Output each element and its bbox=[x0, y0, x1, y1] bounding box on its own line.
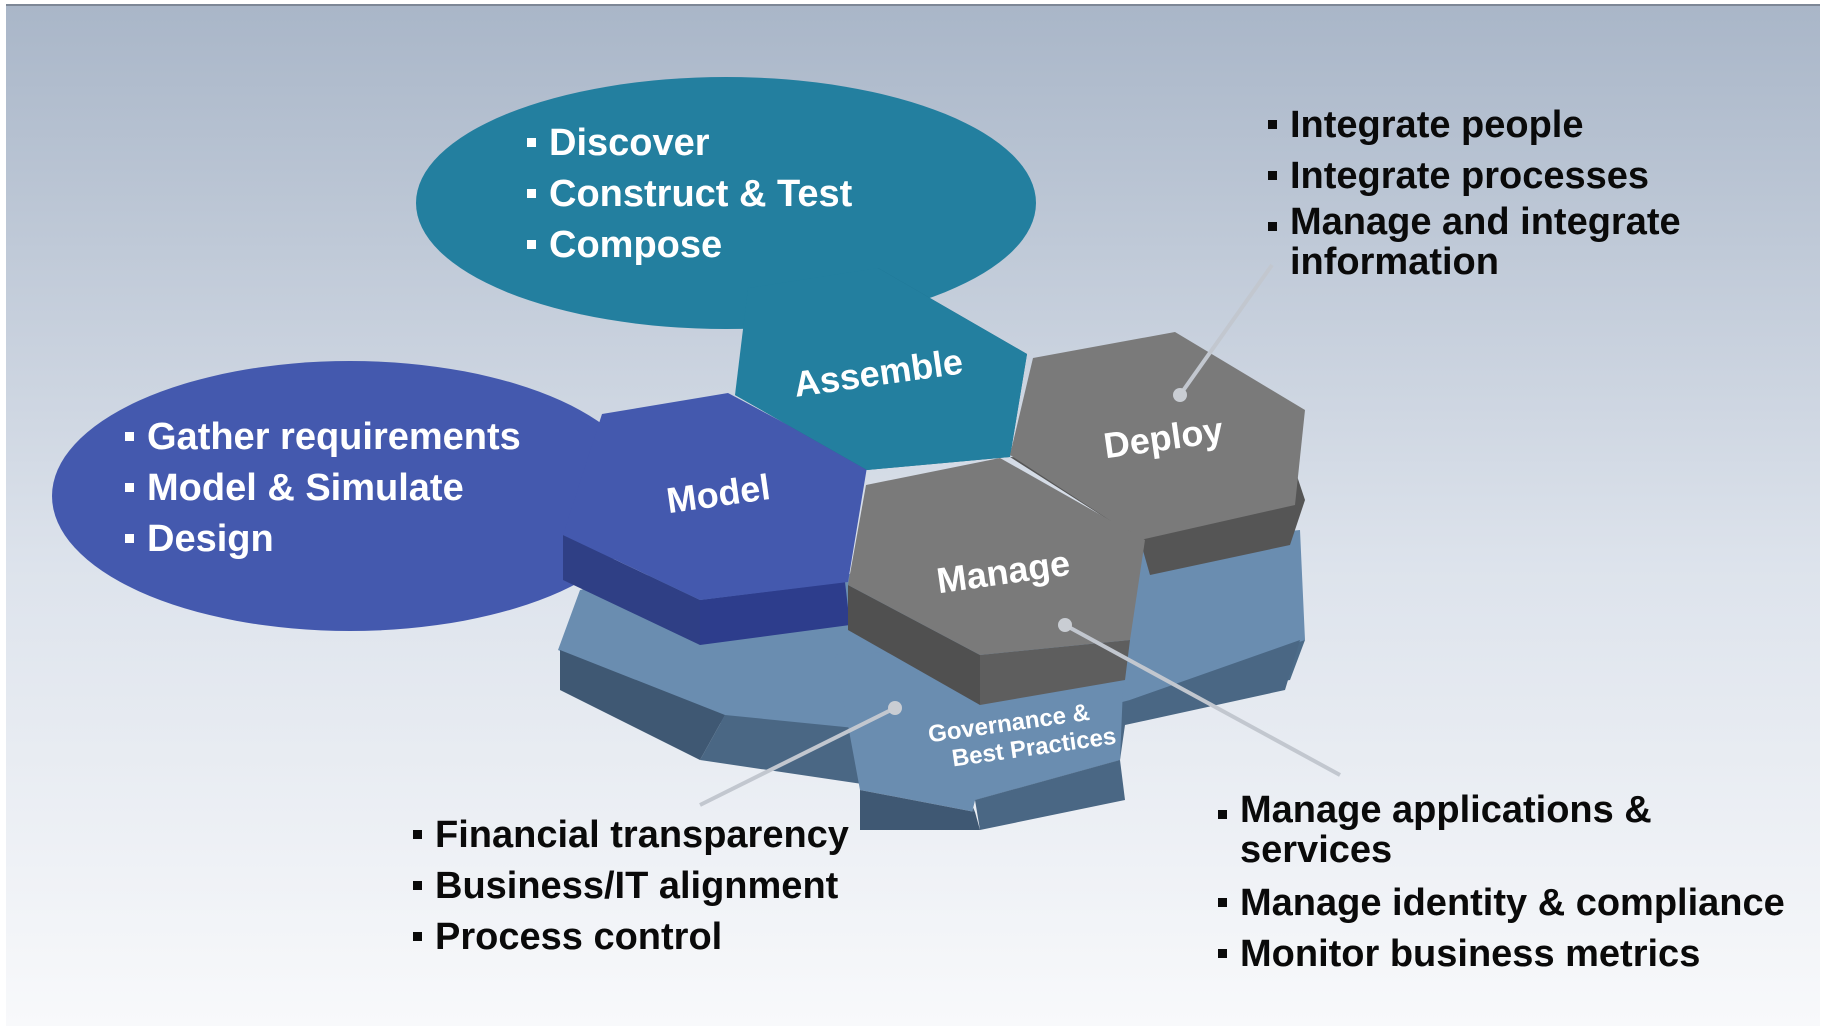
model-bullet: Model & Simulate bbox=[125, 463, 521, 514]
manage-leader-dot bbox=[1058, 618, 1072, 632]
deploy-hexagon bbox=[1010, 332, 1305, 575]
model-ellipse bbox=[52, 361, 648, 631]
manage-bullet: Manage applications & services bbox=[1218, 790, 1710, 878]
deploy-leader-line bbox=[1178, 263, 1274, 397]
deploy-bullets: Integrate people Integrate processes Man… bbox=[1268, 100, 1728, 290]
governance-bullet: Business/IT alignment bbox=[413, 861, 849, 912]
assemble-bullet: Discover bbox=[527, 118, 852, 169]
deploy-leader-dot bbox=[1173, 388, 1187, 402]
governance-bullet: Process control bbox=[413, 912, 849, 963]
model-bullet: Gather requirements bbox=[125, 412, 521, 463]
assemble-bullets: Discover Construct & Test Compose bbox=[527, 118, 852, 271]
governance-bullets: Financial transparency Business/IT align… bbox=[413, 810, 849, 963]
manage-leader-line bbox=[1064, 623, 1341, 777]
model-bullet: Design bbox=[125, 514, 521, 565]
model-hexagon bbox=[563, 393, 867, 645]
deploy-bullet: Manage and integrate information bbox=[1268, 202, 1728, 290]
assemble-ellipse bbox=[416, 77, 1036, 329]
manage-bullet: Monitor business metrics bbox=[1218, 929, 1828, 980]
assemble-bullet: Compose bbox=[527, 220, 852, 271]
governance-bullet: Financial transparency bbox=[413, 810, 849, 861]
assemble-bullet: Construct & Test bbox=[527, 169, 852, 220]
assemble-hexagon bbox=[735, 268, 1027, 470]
governance-leader-line bbox=[699, 706, 896, 807]
manage-hexagon bbox=[848, 458, 1145, 705]
deploy-bullet: Integrate people bbox=[1268, 100, 1728, 151]
manage-bullet: Manage identity & compliance bbox=[1218, 878, 1828, 929]
deploy-bullet: Integrate processes bbox=[1268, 151, 1728, 202]
model-bullets: Gather requirements Model & Simulate Des… bbox=[125, 412, 521, 565]
governance-leader-dot bbox=[888, 701, 902, 715]
manage-bullets: Manage applications & services Manage id… bbox=[1218, 790, 1828, 980]
